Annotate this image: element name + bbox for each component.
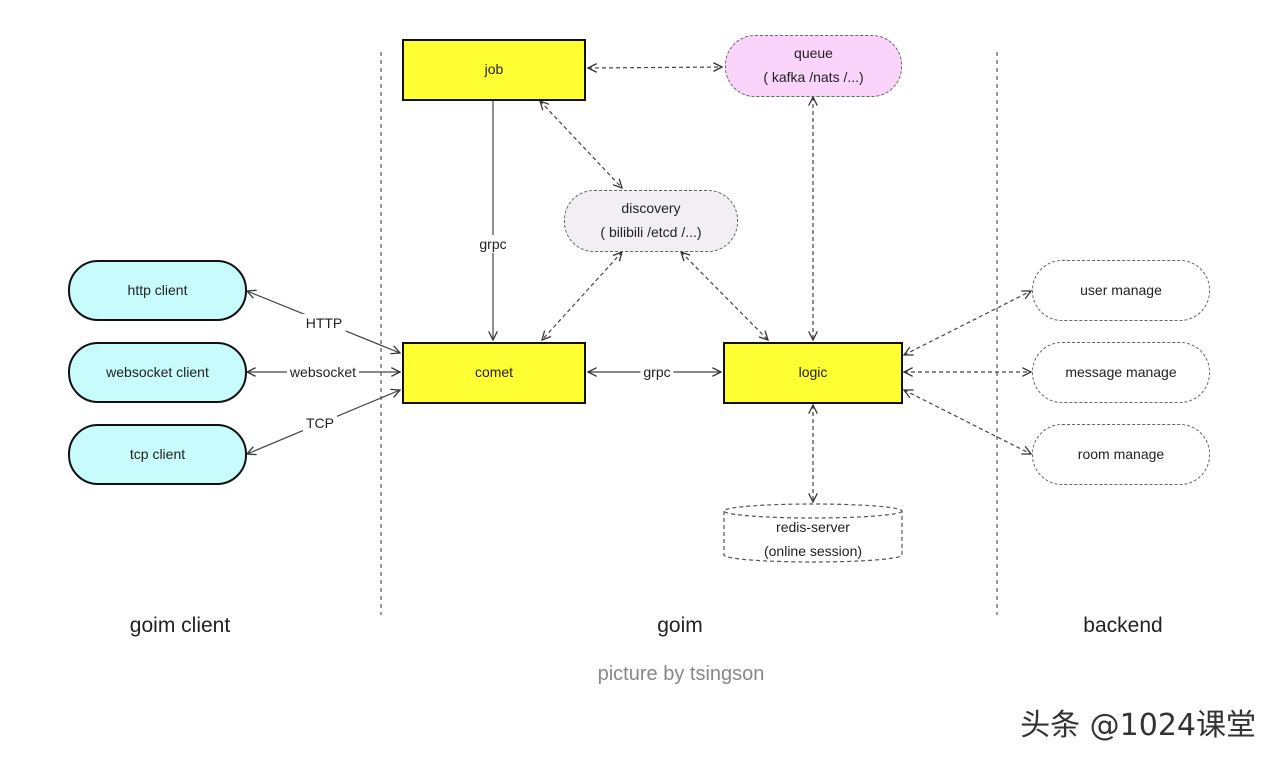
section-label-backend: backend — [1083, 614, 1163, 637]
edge-logic-user — [904, 291, 1031, 355]
room-manage-node: room manage — [1032, 424, 1210, 485]
section-label-client: goim client — [129, 614, 231, 637]
redis-node: redis-server (online session) — [724, 515, 902, 565]
websocket-client-node: websocket client — [68, 342, 247, 403]
http-client-node: http client — [68, 260, 247, 321]
queue-title: queue — [794, 45, 833, 62]
edge-label-tcp: TCP — [303, 414, 337, 432]
redis-title: redis-server — [776, 519, 850, 536]
section-label-goim: goim — [657, 614, 703, 637]
edge-discovery-logic — [681, 252, 768, 340]
message-manage-label: message manage — [1065, 363, 1177, 380]
job-label: job — [484, 61, 504, 78]
discovery-node: discovery ( bilibili /etcd /...) — [564, 190, 738, 252]
edge-label-websocket: websocket — [286, 363, 360, 381]
edge-label-job-comet: grpc — [476, 235, 510, 253]
user-manage-node: user manage — [1032, 260, 1210, 321]
comet-label: comet — [474, 364, 514, 381]
tcp-client-node: tcp client — [68, 424, 247, 485]
message-manage-node: message manage — [1032, 342, 1210, 403]
discovery-subtitle: ( bilibili /etcd /...) — [600, 224, 702, 240]
edge-logic-room — [904, 390, 1031, 454]
logic-node: logic — [723, 342, 903, 404]
picture-credit: picture by tsingson — [597, 663, 765, 685]
edge-label-comet-logic: grpc — [640, 363, 674, 381]
edge-job-discovery — [540, 101, 622, 188]
edge-discovery-comet — [542, 252, 622, 340]
queue-node: queue ( kafka /nats /...) — [725, 35, 902, 97]
user-manage-label: user manage — [1080, 281, 1162, 298]
tcp-client-label: tcp client — [129, 445, 186, 462]
edge-label-http: HTTP — [302, 314, 346, 332]
discovery-title: discovery — [621, 200, 681, 217]
room-manage-label: room manage — [1077, 445, 1165, 462]
redis-cylinder-shape — [723, 503, 903, 563]
logic-label: logic — [798, 364, 828, 381]
websocket-client-label: websocket client — [106, 363, 209, 380]
queue-subtitle: ( kafka /nats /...) — [763, 69, 864, 85]
comet-node: comet — [402, 342, 586, 404]
job-node: job — [402, 39, 586, 101]
watermark: 头条 @1024课堂 — [1020, 708, 1256, 743]
redis-subtitle: (online session) — [763, 543, 863, 559]
http-client-label: http client — [127, 281, 188, 298]
edge-job-queue — [588, 67, 722, 68]
